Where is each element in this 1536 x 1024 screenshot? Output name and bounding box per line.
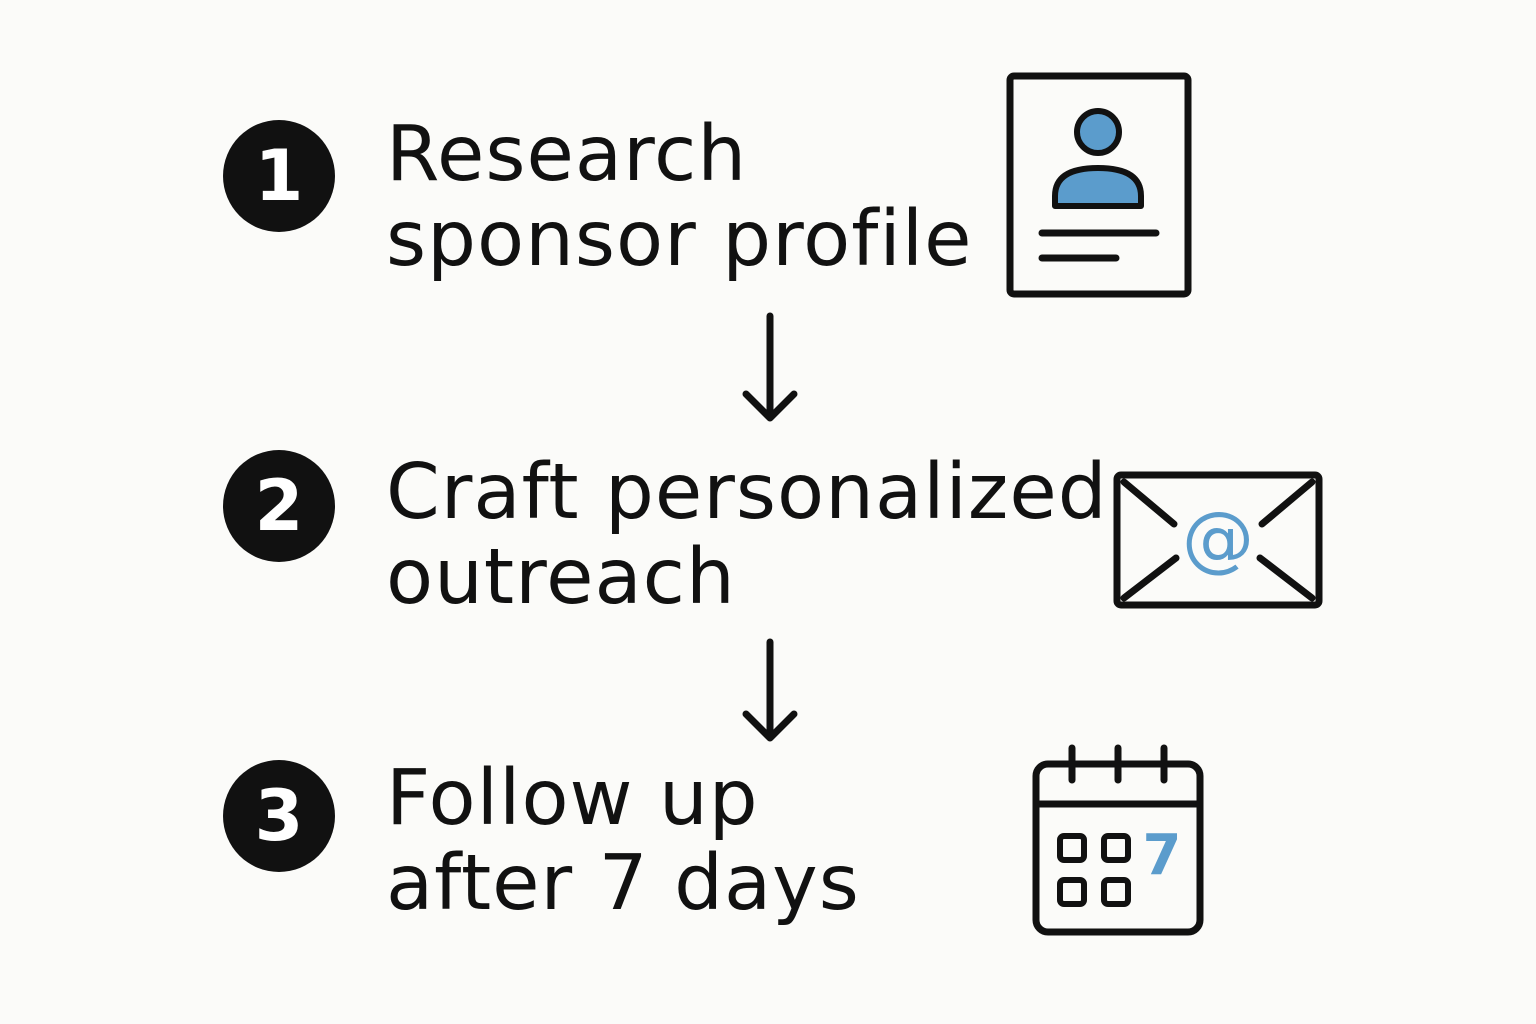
step-3-label-line-2: after 7 days [386,839,860,928]
calendar-icon: 7 [1026,740,1210,940]
step-1-label-line-1: Research [386,110,748,199]
step-1-label: Research sponsor profile [386,112,972,282]
step-1-number-badge: 1 [223,120,335,232]
profile-card-icon [1006,72,1192,298]
at-symbol: @ [1182,496,1254,580]
step-2-label-line-2: outreach [386,533,736,622]
step-2-label-line-1: Craft personalized [386,448,1108,537]
step-1-label-line-2: sponsor profile [386,195,973,284]
arrow-down-icon [742,638,798,742]
step-2-number-badge: 2 [223,450,335,562]
step-3-label: Follow up after 7 days [386,756,860,926]
calendar-day-number: 7 [1142,823,1182,888]
step-3-number-badge: 3 [223,760,335,872]
step-2-label: Craft personalized outreach [386,450,1108,620]
arrow-down-icon [742,312,798,422]
step-3-label-line-1: Follow up [386,754,759,843]
email-envelope-icon: @ [1110,468,1326,612]
